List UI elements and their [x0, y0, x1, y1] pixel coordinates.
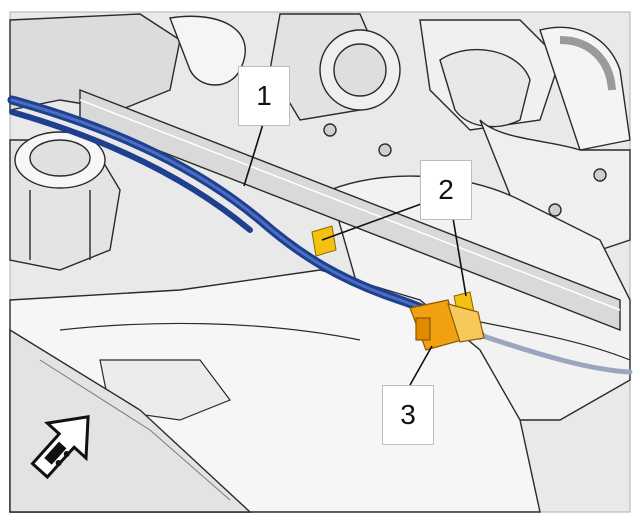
callout-label-1: 1	[238, 66, 290, 126]
cover-contour-line	[469, 319, 631, 361]
cowl-edge-line	[39, 359, 231, 501]
leader-line-1	[243, 123, 264, 187]
cowl-panel	[9, 328, 252, 513]
engine-components	[9, 13, 631, 261]
reservoir-cap	[9, 131, 121, 271]
leader-lines	[243, 123, 467, 386]
leader-line-2b	[451, 211, 467, 297]
support-rail-highlight	[79, 99, 621, 311]
leader-line-2a	[321, 199, 433, 241]
leader-line-3	[409, 345, 433, 386]
vehicle-direction-arrow-icon	[30, 415, 90, 480]
electrical-connector	[409, 299, 485, 351]
housing-contour-line	[59, 322, 361, 341]
support-rail	[79, 88, 621, 332]
callout-label-3: 3	[382, 385, 434, 445]
callout-label-2: 2	[420, 160, 472, 220]
